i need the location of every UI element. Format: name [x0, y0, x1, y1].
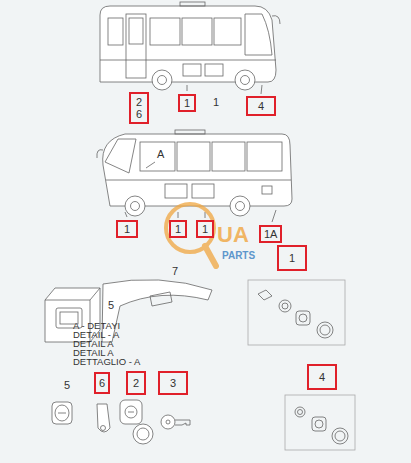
- callout-box: 4: [307, 364, 337, 390]
- callout-box: 2 6: [129, 92, 149, 124]
- detail-marker: A: [157, 149, 164, 160]
- callout-box: 1: [169, 220, 187, 238]
- watermark: UA: [217, 224, 249, 246]
- callout-box: 4: [246, 96, 276, 116]
- callout-box: 1: [196, 220, 214, 238]
- callout-box: 1: [277, 245, 307, 271]
- callout-box: 1A: [259, 225, 282, 243]
- part-number: 5: [108, 300, 114, 311]
- callout-box: 1: [178, 94, 196, 112]
- part-number: 1: [213, 97, 219, 108]
- part-number: 5: [64, 380, 70, 391]
- detail-title: DETTAGLIO - A: [73, 357, 140, 367]
- callout-number: 3: [170, 377, 176, 389]
- callout-number: 1: [175, 223, 181, 235]
- callout-number: 1A: [264, 228, 277, 240]
- callout-number: 1: [124, 223, 130, 235]
- callout-box: 2: [126, 371, 146, 395]
- watermark: PARTS: [222, 251, 255, 261]
- callout-box: 1: [116, 220, 138, 238]
- callout-box: 6: [94, 372, 110, 394]
- callout-number: 4: [319, 371, 325, 383]
- callout-box: 3: [158, 371, 188, 395]
- callout-number: 1: [289, 252, 295, 264]
- callout-number: 6: [99, 377, 105, 389]
- callout-number: 2 6: [136, 96, 142, 120]
- callout-number: 2: [133, 377, 139, 389]
- callout-number: 1: [184, 97, 190, 109]
- callout-number: 1: [202, 223, 208, 235]
- callout-number: 4: [258, 100, 264, 112]
- part-number: 7: [172, 266, 178, 277]
